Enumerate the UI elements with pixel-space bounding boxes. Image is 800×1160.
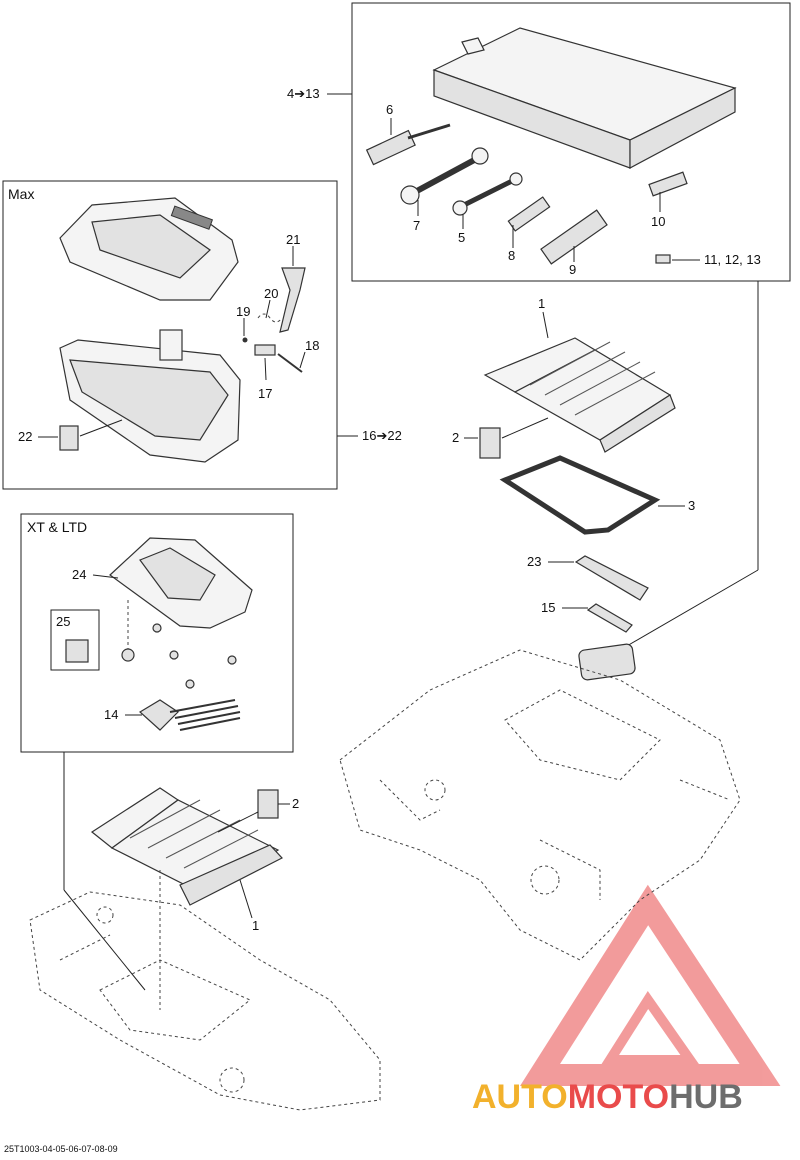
tool-kit-box — [351, 2, 791, 282]
callout-max-range: 16➔22 — [362, 428, 402, 443]
callout-24: 24 — [72, 567, 86, 582]
rear-fender-right — [339, 649, 741, 961]
spark-plug-socket-small — [507, 196, 551, 232]
callout-25: 25 — [56, 614, 70, 629]
tool-pouch — [432, 27, 737, 169]
bracket-23 — [574, 555, 649, 601]
strap-15 — [586, 603, 633, 633]
storage-rack-1-upper — [483, 337, 676, 453]
clip-inset-box — [50, 609, 100, 671]
drawing-reference: 25T1003-04-05-06-07-08-09 — [4, 1144, 118, 1154]
callout-1-upper: 1 — [538, 296, 545, 311]
callout-23: 23 — [527, 554, 541, 569]
callout-2-lower: 2 — [292, 796, 299, 811]
watermark-logo-triangle — [519, 884, 781, 1086]
xt-ltd-box-title: XT & LTD — [27, 519, 87, 535]
latch-2-lower — [257, 789, 279, 819]
spark-plug-socket-large — [540, 209, 608, 265]
spare-fuses — [655, 254, 671, 264]
wrench-large — [400, 147, 489, 205]
callout-17: 17 — [258, 386, 272, 401]
callout-tools-range: 4➔13 — [287, 86, 320, 101]
bungee-strap — [138, 699, 241, 731]
watermark-part-hub: HUB — [669, 1078, 743, 1116]
callout-11-12-13: 11, 12, 13 — [704, 252, 761, 267]
front-fender-left — [29, 891, 381, 1111]
callout-5: 5 — [458, 230, 465, 245]
push-rivets — [121, 623, 237, 689]
tool-kit-pouch-small — [578, 643, 636, 681]
max-storage-lid — [59, 197, 239, 301]
max-box — [2, 180, 338, 490]
fuse-puller — [648, 171, 688, 197]
callout-6: 6 — [386, 102, 393, 117]
xt-storage-tray — [109, 537, 253, 629]
xt-ltd-box — [20, 513, 294, 753]
retaining-clip — [65, 639, 89, 663]
callout-7: 7 — [413, 218, 420, 233]
callout-15: 15 — [541, 600, 555, 615]
callout-19: 19 — [236, 304, 250, 319]
watermark-wordmark: AUTOMOTOHUB — [472, 1078, 743, 1117]
max-latch-22 — [59, 425, 79, 451]
watermark-part-moto: MOTO — [567, 1078, 670, 1116]
callout-18: 18 — [305, 338, 319, 353]
callout-1-lower: 1 — [252, 918, 259, 933]
callout-21: 21 — [286, 232, 300, 247]
watermark-part-auto: AUTO — [472, 1078, 568, 1116]
callout-14: 14 — [104, 707, 118, 722]
callout-20: 20 — [264, 286, 278, 301]
callout-3: 3 — [688, 498, 695, 513]
callout-10: 10 — [651, 214, 665, 229]
max-storage-tub — [59, 329, 241, 463]
callout-2-upper: 2 — [452, 430, 459, 445]
latch-2-upper — [479, 427, 501, 459]
callout-8: 8 — [508, 248, 515, 263]
callout-22: 22 — [18, 429, 32, 444]
latch-assembly — [242, 267, 306, 373]
callout-9: 9 — [569, 262, 576, 277]
storage-rack-1-lower — [90, 787, 283, 906]
wrench-small — [452, 172, 523, 216]
screwdriver — [365, 123, 451, 166]
max-box-title: Max — [8, 186, 34, 202]
gasket-seal — [499, 455, 661, 535]
